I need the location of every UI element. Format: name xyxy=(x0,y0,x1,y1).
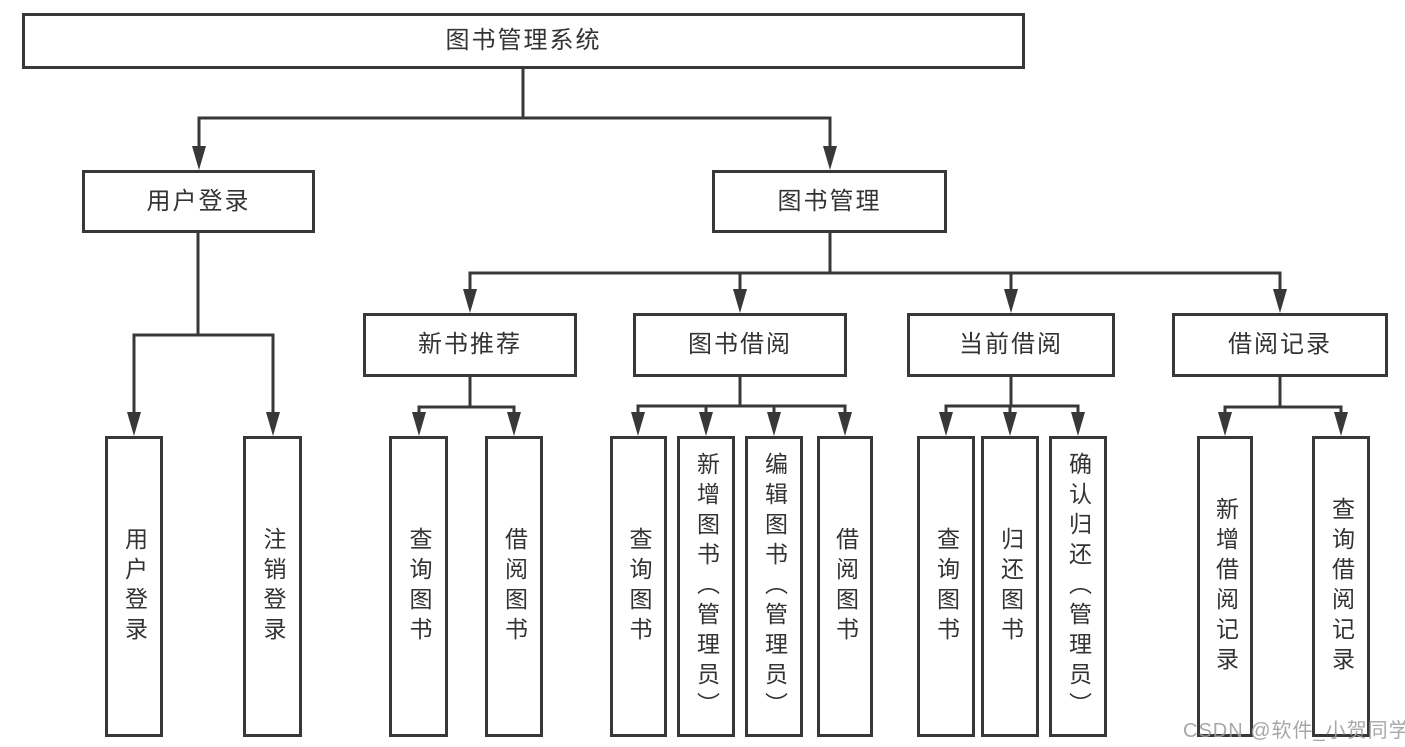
node-root-system: 图书管理系统 xyxy=(22,13,1025,69)
leaf-borrow-books-recommend: 借阅图书 xyxy=(485,436,543,737)
leaf-borrow-books: 借阅图书 xyxy=(817,436,873,737)
node-book-management: 图书管理 xyxy=(712,170,947,233)
node-borrow-records: 借阅记录 xyxy=(1172,313,1388,377)
leaf-query-books-current: 查询图书 xyxy=(917,436,975,737)
node-user-login: 用户登录 xyxy=(82,170,315,233)
leaf-query-books-borrow: 查询图书 xyxy=(610,436,667,737)
leaf-add-borrow-record: 新增借阅记录 xyxy=(1197,436,1253,737)
leaf-query-borrow-record: 查询借阅记录 xyxy=(1312,436,1370,737)
node-current-borrow: 当前借阅 xyxy=(907,313,1115,377)
leaf-query-books-recommend: 查询图书 xyxy=(389,436,448,737)
leaf-logout: 注销登录 xyxy=(243,436,302,737)
node-book-borrow: 图书借阅 xyxy=(633,313,847,377)
leaf-confirm-return-admin: 确认归还（管理员） xyxy=(1049,436,1107,737)
leaf-user-login: 用户登录 xyxy=(105,436,163,737)
node-new-book-recommend: 新书推荐 xyxy=(363,313,577,377)
leaf-return-books: 归还图书 xyxy=(981,436,1039,737)
leaf-edit-books-admin: 编辑图书（管理员） xyxy=(745,436,803,737)
csdn-watermark: CSDN @软件_小贺同学 xyxy=(1183,720,1405,742)
leaf-add-books-admin: 新增图书（管理员） xyxy=(677,436,735,737)
